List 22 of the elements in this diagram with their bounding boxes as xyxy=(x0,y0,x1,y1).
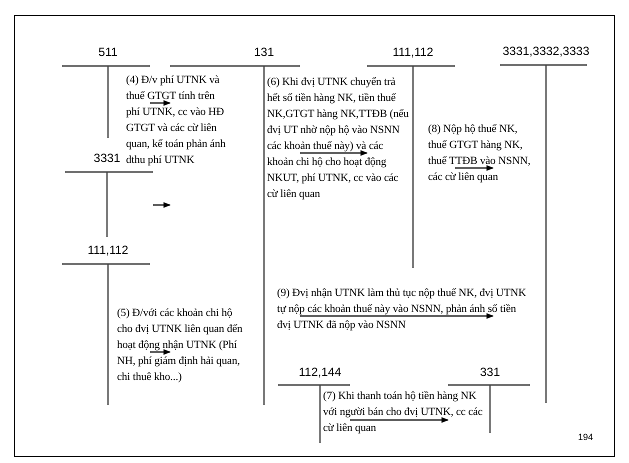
edge-label: (8) Nộp hộ thuế NK, thuế GTGT hàng NK, thuế TTĐB vào NSNN, các cừ liên quan xyxy=(428,122,532,185)
account-number: 331 xyxy=(480,364,500,380)
edge-label: (4) Đ/v phí UTNK và thuế GTGT tính trên phí UTNK, cc vào HĐ GTGT và các cừ liên quan, kế toán phản ánh dthu phí UTNK xyxy=(126,73,227,168)
account-number: 511 xyxy=(98,44,118,60)
arrow xyxy=(300,150,368,156)
arrow xyxy=(455,165,494,171)
account-number: 111,112 xyxy=(88,242,128,258)
arrow xyxy=(350,417,449,423)
account-number: 3331,3332,3333 xyxy=(502,43,590,59)
arrow xyxy=(153,202,171,208)
page-number: 194 xyxy=(578,432,594,442)
account-number: 112,144 xyxy=(298,364,342,380)
account-number: 131 xyxy=(254,44,274,60)
edge-label: (9) Đvị nhận UTNK làm thủ tục nộp thuế NK, đvị UTNK tự nộp các khoản thuế này vào NSNN, phản ánh số tiền đvị UTNK đã nộp vào NSNN xyxy=(277,286,528,333)
account-number: 3331 xyxy=(94,150,120,166)
arrow xyxy=(150,100,171,106)
edge-label: (5) Đ/với các khoản chi hộ cho đvị UTNK liên quan đến hoạt động nhận UTNK (Phí NH, phí giám định hải quan, chi thuê kho...) xyxy=(117,306,243,385)
edge-label: (6) Khi đvị UTNK chuyển trả hết số tiền hàng NK, tiền thuế NK,GTGT hàng NK,TTĐB (nếu đvị UT nhờ nộp hộ vào NSNN các khoản thuế này) và các khoản chi hộ cho hoạt động NKUT, phí UTNK, cc vào các cừ liên quan xyxy=(267,75,409,202)
edge-label: (7) Khi thanh toán hộ tiền hàng NK với người bán cho đvị UTNK, cc các cừ liên quan xyxy=(323,389,484,436)
arrow xyxy=(300,313,494,319)
arrow xyxy=(150,349,171,355)
account-number: 111,112 xyxy=(392,44,434,60)
